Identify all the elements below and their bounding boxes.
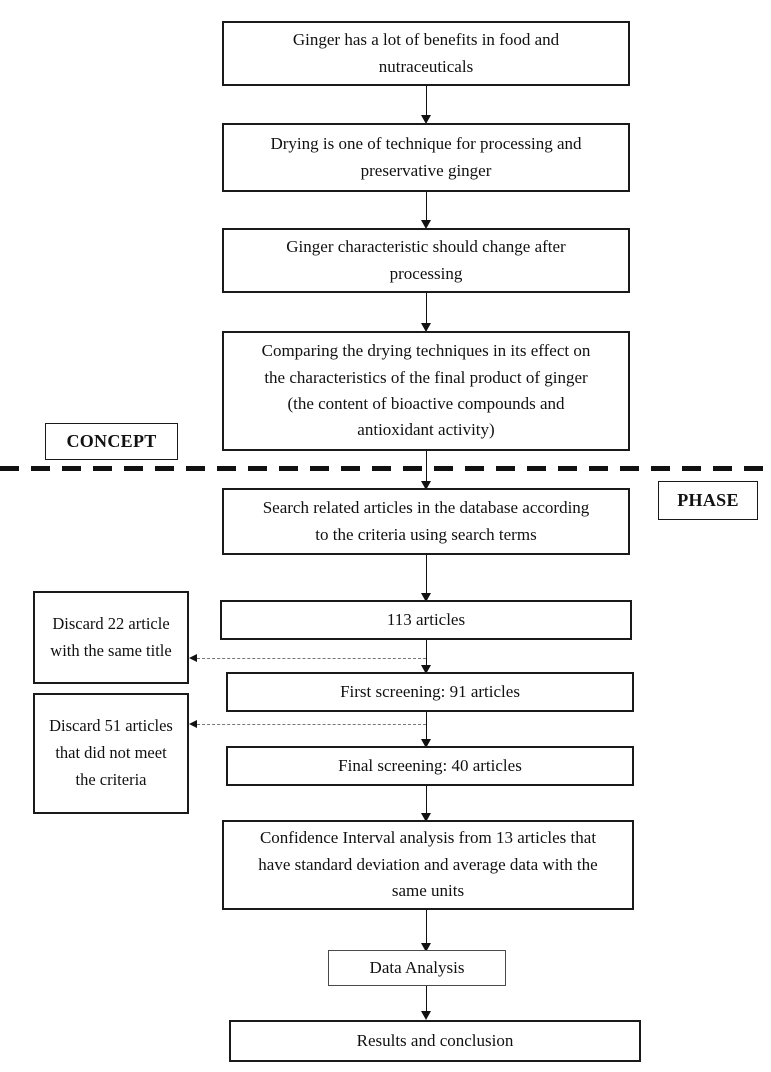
phase-divider-dashed-line xyxy=(0,466,771,471)
flow-box-comparing-drying: Comparing the drying techniques in its e… xyxy=(222,331,630,451)
dashed-arrow-discard-51 xyxy=(189,719,426,728)
flow-box-drying-technique: Drying is one of technique for processin… xyxy=(222,123,630,192)
arrow-down-1 xyxy=(420,86,431,124)
flow-box-results-conclusion: Results and conclusion xyxy=(229,1020,641,1062)
dashed-arrow-discard-22 xyxy=(189,653,426,662)
concept-label: CONCEPT xyxy=(45,423,178,460)
arrow-down-4 xyxy=(420,451,431,490)
flow-box-113-articles: 113 articles xyxy=(220,600,632,640)
discard-22-box: Discard 22 article with the same title xyxy=(33,591,189,684)
flow-box-ginger-benefits: Ginger has a lot of benefits in food and… xyxy=(222,21,630,86)
flow-box-final-screening: Final screening: 40 articles xyxy=(226,746,634,786)
arrow-down-2 xyxy=(420,192,431,229)
arrow-down-8 xyxy=(420,786,431,822)
arrow-down-9 xyxy=(420,910,431,952)
flow-box-ginger-characteristic: Ginger characteristic should change afte… xyxy=(222,228,630,293)
phase-label: PHASE xyxy=(658,481,758,520)
flow-box-first-screening: First screening: 91 articles xyxy=(226,672,634,712)
arrow-down-6 xyxy=(420,640,431,674)
arrow-down-3 xyxy=(420,293,431,332)
flow-box-confidence-interval: Confidence Interval analysis from 13 art… xyxy=(222,820,634,910)
discard-51-box: Discard 51 articles that did not meet th… xyxy=(33,693,189,814)
arrow-down-5 xyxy=(420,555,431,602)
arrow-down-10 xyxy=(420,986,431,1020)
flow-box-data-analysis: Data Analysis xyxy=(328,950,506,986)
flow-box-search-articles: Search related articles in the database … xyxy=(222,488,630,555)
arrow-down-7 xyxy=(420,712,431,748)
